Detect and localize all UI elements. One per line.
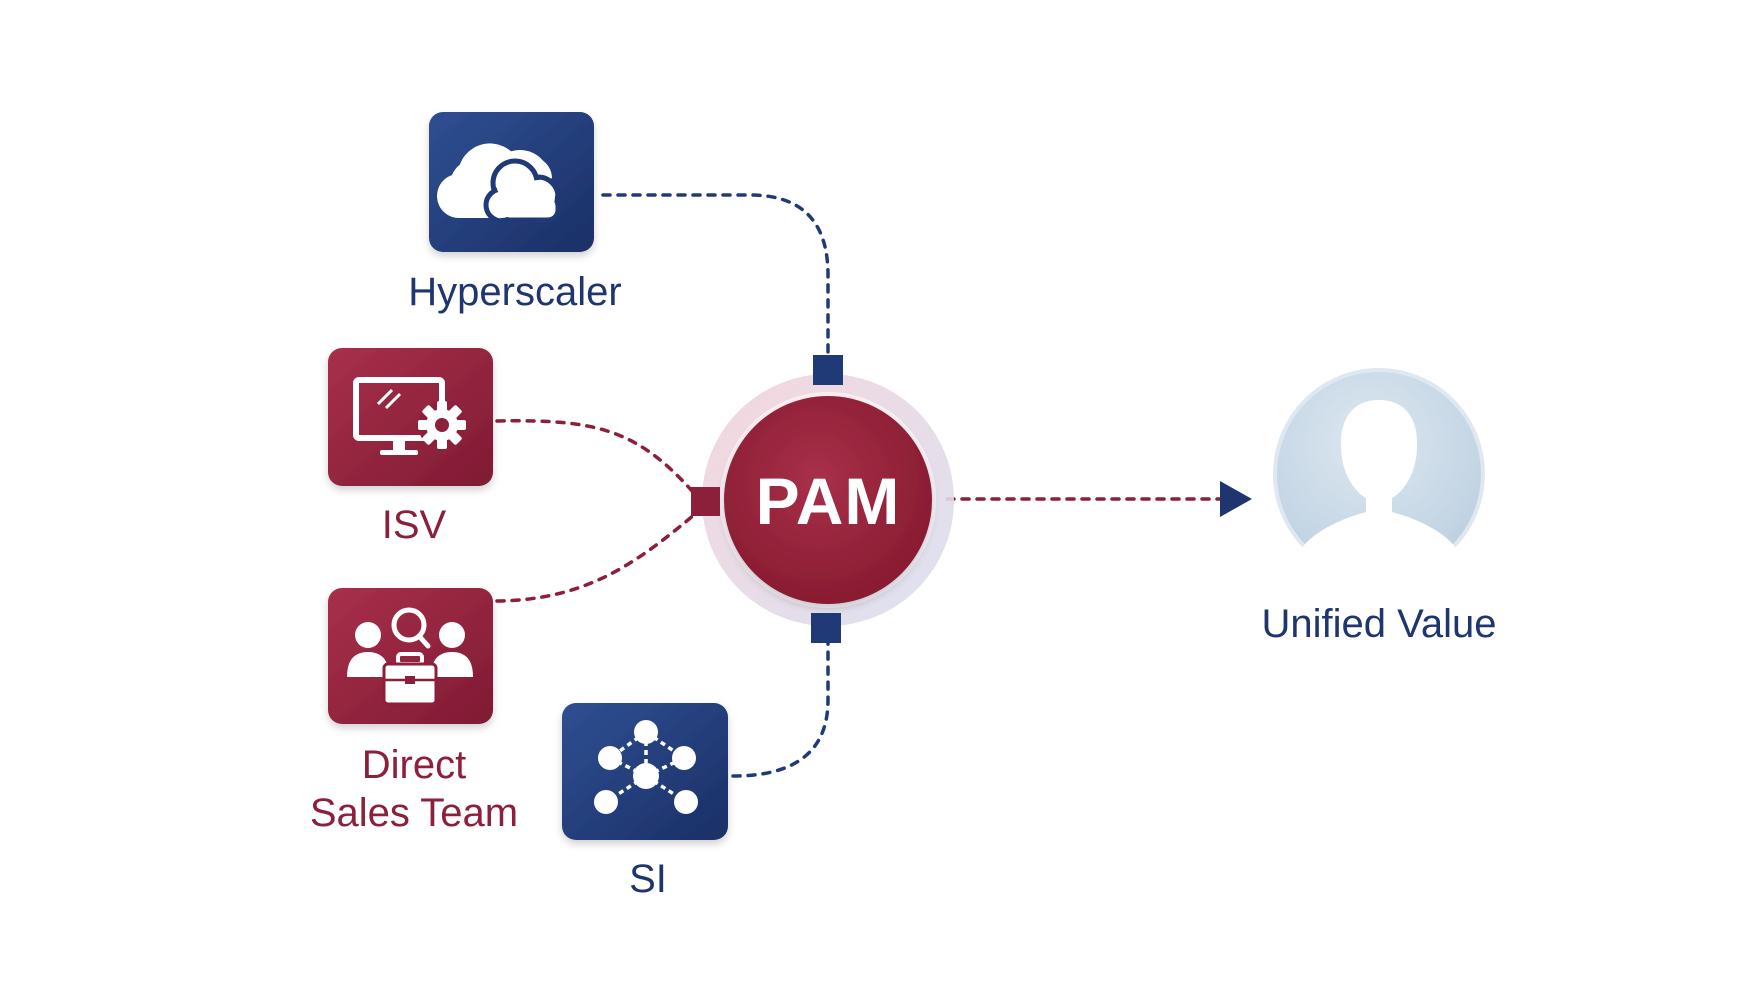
direct-sales-label-line1: Direct [362, 743, 466, 787]
hyperscaler-label: Hyperscaler [408, 270, 621, 314]
direct-sales-label-line2: Sales Team [310, 791, 518, 835]
connector-isv [495, 419, 702, 502]
node-isv: ISV [328, 348, 493, 547]
unified-value-label: Unified Value [1262, 602, 1497, 646]
port-left [691, 487, 720, 516]
port-bottom [811, 613, 841, 643]
node-unified-value: Unified Value [1262, 368, 1497, 646]
output-arrowhead-icon [1220, 481, 1252, 517]
node-direct-sales: Direct Sales Team [310, 588, 518, 835]
team-briefcase-icon [347, 607, 473, 706]
pam-hub: PAM [691, 355, 954, 643]
connector-hyperscaler [601, 193, 830, 354]
connector-direct-sales [495, 508, 702, 603]
isv-label: ISV [382, 503, 447, 547]
isv-tile [328, 348, 493, 486]
network-nodes-icon [594, 720, 698, 814]
si-label: SI [629, 857, 667, 901]
port-top [813, 355, 843, 385]
user-silhouette-icon [1302, 400, 1456, 583]
connector-si [731, 638, 830, 778]
pam-circle [724, 396, 932, 604]
node-si: SI [562, 703, 728, 901]
monitor-gear-icon [353, 377, 466, 455]
connector-lines [495, 193, 1252, 778]
cloud-icon [436, 143, 561, 224]
node-hyperscaler: Hyperscaler [408, 112, 622, 314]
pam-label: PAM [756, 464, 901, 538]
